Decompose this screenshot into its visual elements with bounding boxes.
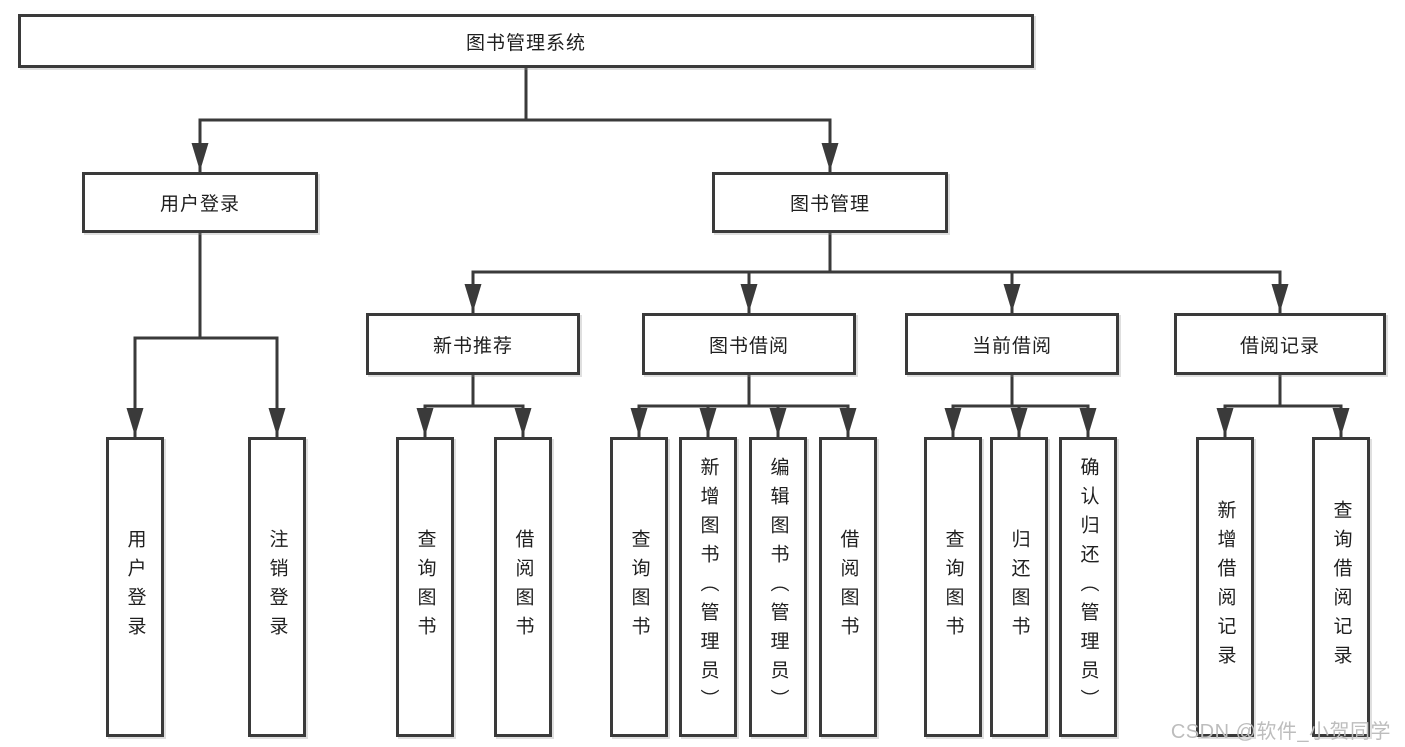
spine-root bbox=[198, 66, 832, 122]
node-library-management-system: 图书管理系统 bbox=[18, 14, 1034, 68]
node-label: 图书管理 bbox=[789, 194, 870, 215]
spine-current-borrow bbox=[951, 373, 1090, 408]
leaf-label: 编辑图书（管理员） bbox=[767, 456, 789, 718]
leaf-label: 新增图书（管理员） bbox=[697, 456, 719, 718]
leaf-label: 归还图书 bbox=[1008, 529, 1030, 645]
node-label: 新书推荐 bbox=[432, 335, 513, 357]
leaf-label: 确认归还（管理员） bbox=[1077, 456, 1099, 718]
leaf-user-login: 用户登录 bbox=[106, 437, 164, 737]
leaf-logout: 注销登录 bbox=[248, 437, 306, 737]
node-borrowing-records: 借阅记录 bbox=[1174, 313, 1386, 375]
spine-book-management bbox=[471, 231, 1282, 274]
node-label: 图书管理系统 bbox=[465, 32, 586, 54]
leaf-query-books-3: 查询图书 bbox=[924, 437, 982, 737]
leaf-query-books-1: 查询图书 bbox=[396, 437, 454, 737]
node-current-borrowing: 当前借阅 bbox=[905, 313, 1119, 375]
spine-borrow-records bbox=[1223, 373, 1343, 408]
leaf-edit-book-admin: 编辑图书（管理员） bbox=[749, 437, 807, 737]
leaf-borrow-books-1: 借阅图书 bbox=[494, 437, 552, 737]
leaf-label: 借阅图书 bbox=[837, 529, 859, 645]
node-user-login: 用户登录 bbox=[82, 172, 318, 233]
leaf-add-borrow-record: 新增借阅记录 bbox=[1196, 437, 1254, 737]
leaf-label: 用户登录 bbox=[124, 529, 146, 645]
leaf-label: 借阅图书 bbox=[512, 529, 534, 645]
spine-new-book bbox=[423, 373, 525, 408]
leaf-label: 注销登录 bbox=[266, 529, 288, 645]
spine-book-borrow bbox=[637, 373, 850, 408]
node-label: 当前借阅 bbox=[971, 335, 1052, 357]
leaf-return-book: 归还图书 bbox=[990, 437, 1048, 737]
leaf-add-book-admin: 新增图书（管理员） bbox=[679, 437, 737, 737]
leaf-label: 查询借阅记录 bbox=[1330, 500, 1352, 674]
leaf-label: 查询图书 bbox=[414, 529, 436, 645]
leaf-query-books-2: 查询图书 bbox=[610, 437, 668, 737]
node-label: 图书借阅 bbox=[708, 335, 789, 357]
csdn-watermark: CSDN @软件_小贺同学 bbox=[1170, 721, 1391, 743]
node-label: 借阅记录 bbox=[1239, 335, 1320, 357]
leaf-label: 新增借阅记录 bbox=[1214, 500, 1236, 674]
spine-user-login bbox=[133, 231, 279, 340]
leaf-label: 查询图书 bbox=[942, 529, 964, 645]
leaf-query-borrow-record: 查询借阅记录 bbox=[1312, 437, 1370, 737]
node-book-management: 图书管理 bbox=[712, 172, 948, 233]
node-label: 用户登录 bbox=[159, 194, 240, 215]
node-book-borrowing: 图书借阅 bbox=[642, 313, 856, 375]
leaf-borrow-books-2: 借阅图书 bbox=[819, 437, 877, 737]
node-new-book-recommend: 新书推荐 bbox=[366, 313, 580, 375]
leaf-confirm-return-admin: 确认归还（管理员） bbox=[1059, 437, 1117, 737]
leaf-label: 查询图书 bbox=[628, 529, 650, 645]
